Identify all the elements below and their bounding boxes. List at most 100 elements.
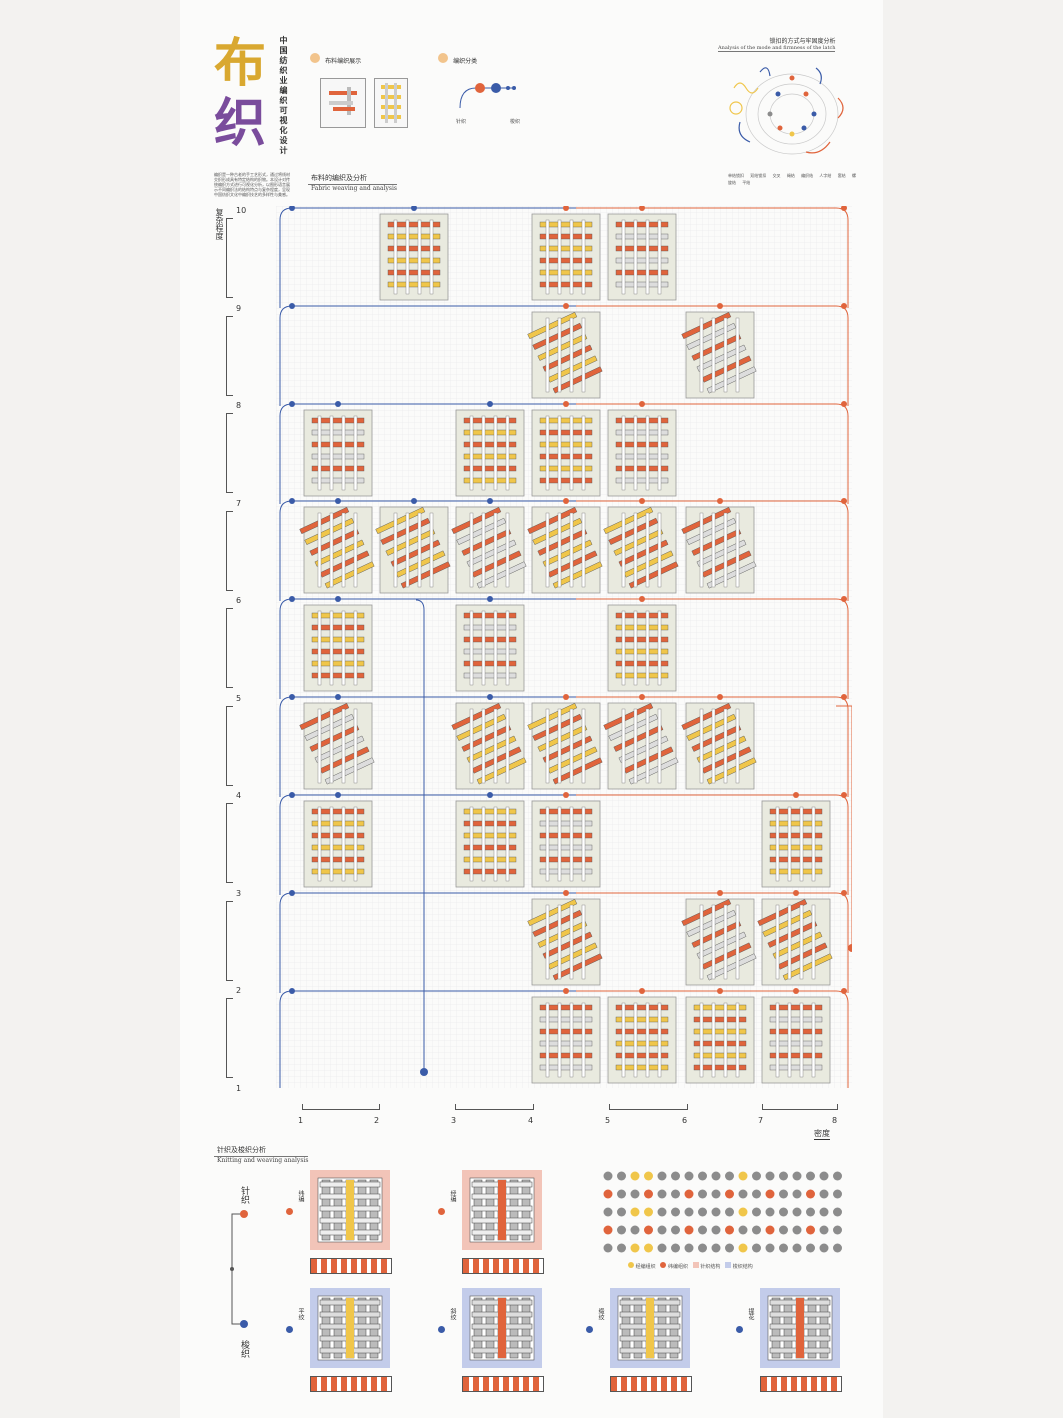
tile-connector-dot <box>563 988 569 994</box>
knit-dot <box>286 1326 293 1333</box>
matrix-dot <box>752 1189 761 1199</box>
y-tick-bracket <box>226 413 233 493</box>
knit-panel <box>310 1170 390 1250</box>
circle-node <box>801 125 807 131</box>
knit-dot <box>438 1208 445 1215</box>
flow-dot <box>289 890 295 896</box>
dm-legend-1: 经编组织 <box>635 1264 656 1270</box>
x-tick-label: 8 <box>832 1116 838 1125</box>
flow-dot <box>841 792 847 798</box>
matrix-dot <box>806 1243 815 1253</box>
tile-connector-dot <box>563 498 569 504</box>
circle-legend-1: 单结锁扣 <box>728 173 744 178</box>
weave-tile <box>603 702 679 790</box>
y-tick-label: 8 <box>236 401 242 410</box>
matrix-dot <box>779 1171 788 1181</box>
fabric-sample-b <box>374 78 408 128</box>
weave-tile <box>303 800 373 888</box>
weave-tile <box>455 409 525 497</box>
circle-node <box>777 125 783 131</box>
class-label-1: 针织 <box>456 119 467 125</box>
knit-sub-label: 提花 <box>747 1308 754 1320</box>
knit-dot <box>438 1326 445 1333</box>
knit-dot <box>586 1326 593 1333</box>
matrix-dot <box>698 1207 707 1217</box>
matrix-dot <box>725 1243 734 1253</box>
title-subtitle: 中国纺织业编织可视化设计 <box>279 36 288 156</box>
tile-connector-dot <box>563 694 569 700</box>
dm-legend-4: 梭织结构 <box>732 1264 753 1270</box>
knit-panel <box>462 1170 542 1250</box>
matrix-dot <box>630 1243 640 1253</box>
matrix-dot <box>779 1243 788 1253</box>
matrix-dot <box>711 1225 721 1235</box>
matrix-dot <box>819 1189 829 1199</box>
dot-matrix <box>603 1171 842 1253</box>
fabric-sample-a <box>320 78 366 128</box>
matrix-dot <box>617 1225 626 1235</box>
knit-main-1: 针织 <box>239 1186 249 1204</box>
flow-dot <box>289 694 295 700</box>
knit-sub-label: 斜纹 <box>449 1308 456 1320</box>
knit-strip <box>760 1376 842 1392</box>
circle-legend-4: 绳结 <box>786 173 795 178</box>
flow-line-orange <box>576 403 849 504</box>
flow-dot <box>289 498 295 504</box>
matrix-dot <box>792 1225 802 1235</box>
tile-connector-dot <box>335 694 341 700</box>
dot-matrix-legend: 经编组织 纬编组织 针织结构 梭织结构 <box>628 1262 753 1270</box>
class-label-2: 梭织 <box>510 119 521 125</box>
matrix-dot <box>617 1171 626 1181</box>
weave-tile <box>451 702 527 790</box>
y-tick-label: 10 <box>236 206 247 215</box>
flow-dot <box>289 206 295 211</box>
tile-connector-dot <box>335 498 341 504</box>
y-tick-label: 6 <box>236 596 242 605</box>
matrix-dot <box>765 1189 775 1199</box>
tile-connector-dot <box>639 401 645 407</box>
matrix-dot <box>630 1225 640 1235</box>
flow-line-orange <box>576 892 849 993</box>
matrix-dot <box>738 1171 748 1181</box>
x-tick-label: 5 <box>605 1116 611 1125</box>
weave-tile <box>531 409 601 497</box>
circle-legend-3: 交叉 <box>772 173 781 178</box>
dm-legend-2: 纬编组织 <box>667 1264 688 1270</box>
tile-connector-dot <box>563 401 569 407</box>
section-latch-header: 锁扣的方式与牢固度分析 Analysis of the mode and fir… <box>718 36 836 52</box>
legend-classification: 编织分类 <box>438 48 477 67</box>
knit-main-2: 梭织 <box>239 1340 249 1358</box>
knit-strip <box>462 1376 544 1392</box>
weave-tile <box>455 800 525 888</box>
classification-mini-diagram <box>459 83 516 109</box>
flow-line-orange <box>576 598 849 699</box>
weave-tile <box>379 213 449 301</box>
flow-dot <box>289 401 295 407</box>
matrix-dot <box>819 1243 829 1253</box>
y-tick-label: 2 <box>236 986 242 995</box>
circle-node <box>789 75 795 81</box>
flow-line-orange <box>576 794 849 895</box>
flow-dot <box>289 792 295 798</box>
y-tick-label: 1 <box>236 1083 242 1093</box>
section-fabric-cn: 布料的编织及分析 <box>308 172 398 185</box>
circle-node <box>767 111 773 117</box>
tile-connector-dot <box>411 206 417 211</box>
matrix-dot <box>644 1189 653 1199</box>
tile-connector-dot <box>487 498 493 504</box>
matrix-dot <box>603 1171 613 1181</box>
poster: 布 织 中国纺织业编织可视化设计 编织是一种古老的手工艺形式，通过将线材交织形成… <box>180 0 883 1418</box>
tile-connector-dot <box>563 890 569 896</box>
y-tick-bracket <box>226 608 233 688</box>
matrix-dot <box>779 1225 788 1235</box>
tile-connector-dot <box>487 596 493 602</box>
knit-panel <box>610 1288 690 1368</box>
flow-dot <box>841 988 847 994</box>
matrix-dot <box>711 1207 721 1217</box>
matrix-dot <box>738 1189 748 1199</box>
matrix-dot <box>765 1171 775 1181</box>
legend-fabric-display: 布料编织展示 <box>310 48 361 67</box>
knit-strip <box>610 1376 692 1392</box>
weave-tile <box>607 604 677 692</box>
tile-connector-dot <box>411 498 417 504</box>
